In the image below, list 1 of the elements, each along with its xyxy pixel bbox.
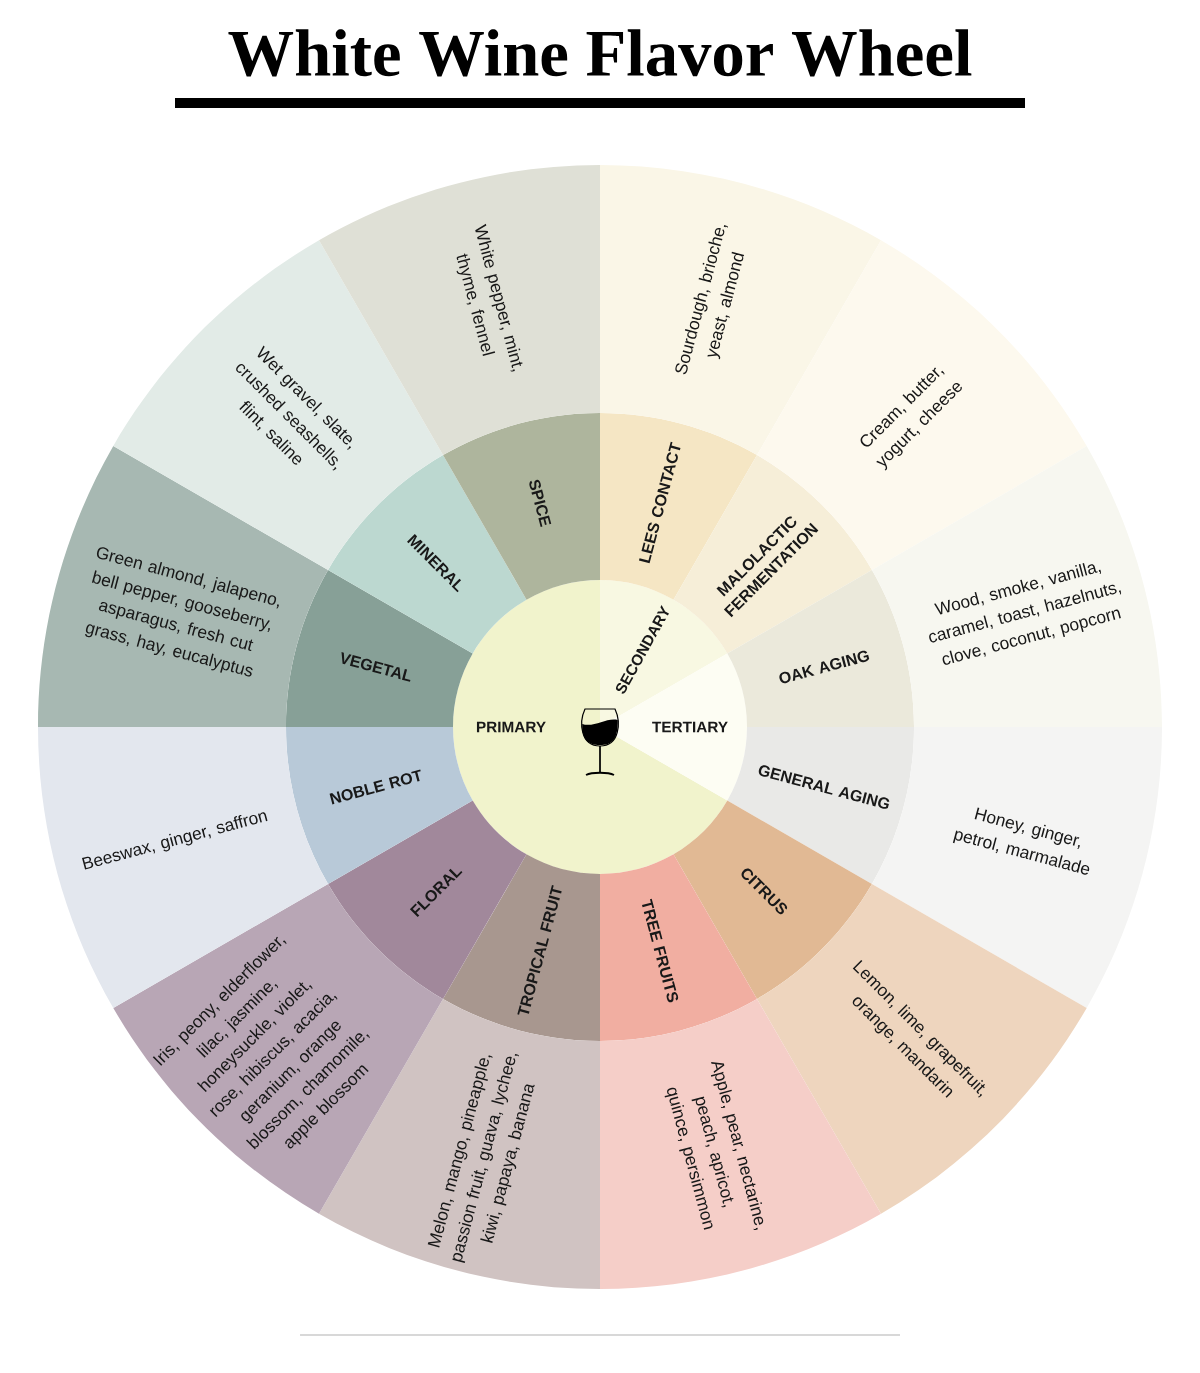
title: White Wine Flavor Wheel xyxy=(228,29,972,77)
